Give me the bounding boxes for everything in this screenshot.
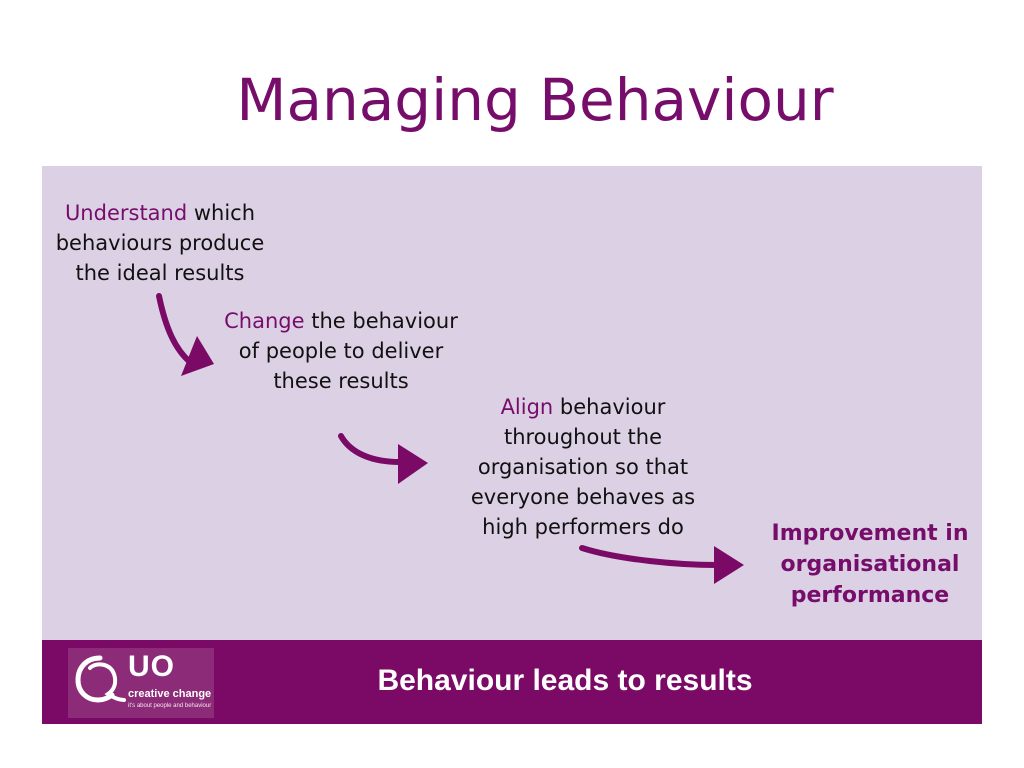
q-swirl-icon: [75, 655, 126, 703]
arrow-1: [156, 293, 214, 376]
step-keyword: Change: [224, 309, 305, 333]
arrow-2: [338, 433, 428, 484]
outcome-text: Improvement in organisational performanc…: [771, 521, 969, 608]
arrow-3: [579, 545, 744, 584]
step-align: Align behaviour throughout the organisat…: [458, 392, 708, 542]
company-logo: UO creative change it's about people and…: [68, 648, 214, 718]
logo-slogan: it's about people and behaviour: [128, 703, 212, 709]
footer-tagline: Behaviour leads to results: [377, 664, 753, 697]
step-keyword: Align: [500, 395, 554, 419]
step-understand: Understand which behaviours produce the …: [42, 198, 278, 288]
step-change: Change the behaviour of people to delive…: [222, 306, 460, 396]
logo-name: creative change: [128, 688, 212, 700]
footer-banner: UO creative change it's about people and…: [42, 640, 982, 724]
slide-title: Managing Behaviour: [236, 66, 834, 134]
logo-mark: UO: [128, 650, 175, 683]
step-keyword: Understand: [64, 201, 188, 225]
step-text: behaviour throughout the organisation so…: [470, 395, 696, 539]
step-text: the behaviour of people to deliver these…: [238, 309, 458, 393]
diagram-panel: [42, 166, 982, 640]
step-text: which behaviours produce the ideal resul…: [55, 201, 265, 285]
